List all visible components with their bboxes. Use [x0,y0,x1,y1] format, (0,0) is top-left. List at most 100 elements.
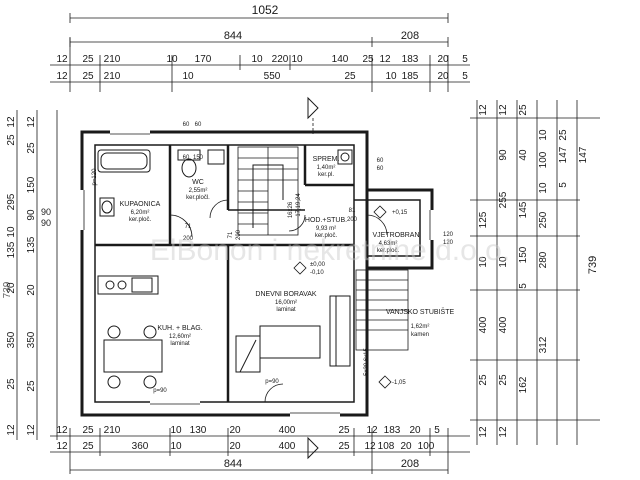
svg-text:ker.pl.: ker.pl. [318,172,334,178]
svg-text:108: 108 [378,441,395,452]
svg-text:40: 40 [518,149,529,161]
svg-text:71: 71 [185,224,192,230]
svg-text:20: 20 [437,54,449,65]
svg-text:145: 145 [518,201,529,218]
svg-text:kamen: kamen [411,332,429,338]
svg-text:210: 210 [104,54,121,65]
svg-text:200: 200 [347,217,358,223]
svg-text:400: 400 [279,441,296,452]
svg-text:p=90: p=90 [265,379,279,385]
svg-text:10: 10 [498,256,509,268]
svg-text:VANJSKO STUBIŠTE: VANJSKO STUBIŠTE [386,307,455,316]
svg-text:162: 162 [518,376,529,393]
svg-text:9,93 m²: 9,93 m² [316,226,336,232]
armchair [235,335,261,373]
svg-text:12: 12 [478,426,489,438]
svg-text:25: 25 [26,380,37,392]
dim-col-right-1: 12 125 10 400 25 12 [478,104,489,438]
svg-text:25: 25 [82,71,94,82]
svg-text:12: 12 [379,54,391,65]
svg-text:71: 71 [228,231,234,238]
dim-overall-top: 1052 [252,3,279,17]
svg-text:25: 25 [6,134,17,146]
svg-text:ker.ploč.: ker.ploč. [377,248,400,254]
dim-bottom-annex: 208 [401,458,419,470]
room-kuhinja-blagovaonica: KUH. + BLAG. 12,60m² laminat [157,325,202,347]
svg-text:147: 147 [578,146,589,163]
svg-text:12,60m²: 12,60m² [169,334,191,340]
stair-size-label: 16x26 [288,201,294,218]
room-wc: WC 2,55m² ker.pločl. [186,179,210,201]
opening-annotations: 71 200 71 200 81 200 120 120 60 60 60 60… [92,122,454,394]
svg-text:2,55m²: 2,55m² [189,188,208,194]
svg-text:312: 312 [538,336,549,353]
doors [169,199,388,403]
kitchen-counter [97,275,159,295]
top-dimension-chains: 1052 844 208 12 25 210 10 170 10 220 10 … [50,3,470,92]
svg-text:25: 25 [518,104,529,116]
sofa [329,295,351,367]
svg-text:150: 150 [193,155,204,161]
svg-text:185: 185 [402,71,419,82]
svg-text:12: 12 [498,104,509,116]
svg-text:16,00m²: 16,00m² [275,300,297,306]
dim-col-right-5: 25 5 147 147 [558,129,589,188]
svg-text:WC: WC [192,179,204,186]
svg-text:200: 200 [183,236,194,242]
svg-text:100: 100 [538,151,549,168]
svg-text:350: 350 [6,331,17,348]
svg-text:4,63m²: 4,63m² [379,241,398,247]
svg-text:90: 90 [26,209,37,221]
svg-text:25: 25 [82,54,94,65]
svg-text:p=120: p=120 [92,168,98,186]
svg-text:20: 20 [229,441,241,452]
dim-bottom-main: 844 [224,458,242,470]
svg-text:20: 20 [400,441,412,452]
svg-text:25: 25 [478,374,489,386]
svg-text:10: 10 [385,71,397,82]
svg-text:DNEVNI BORAVAK: DNEVNI BORAVAK [255,291,317,298]
svg-text:12: 12 [6,424,17,436]
svg-text:210: 210 [104,71,121,82]
svg-text:12: 12 [56,71,68,82]
svg-text:25: 25 [338,441,350,452]
dim-col-right-4: 10 100 10 250 280 312 [538,129,549,353]
dim-col-left-outer: 12 25 295 10 135 20 350 25 12 [6,116,17,436]
svg-text:KUH. + BLAG.: KUH. + BLAG. [157,325,202,332]
svg-text:400: 400 [478,316,489,333]
svg-text:220: 220 [272,54,289,65]
room-dnevni-boravak: DNEVNI BORAVAK 16,00m² laminat [255,291,317,313]
svg-text:60: 60 [183,122,190,128]
dim-col-left-inner: 12 25 150 90 135 20 350 25 12 [26,116,37,436]
svg-text:12: 12 [364,441,376,452]
svg-text:360: 360 [132,441,149,452]
svg-text:140: 140 [332,54,349,65]
svg-text:135: 135 [26,236,37,253]
svg-text:ker.pločl.: ker.pločl. [186,195,210,201]
svg-text:210: 210 [104,425,121,436]
svg-text:400: 400 [498,316,509,333]
svg-text:150: 150 [518,246,529,263]
svg-text:25: 25 [26,142,37,154]
svg-text:ker.ploč.: ker.ploč. [315,233,338,239]
svg-text:10: 10 [291,54,303,65]
svg-text:25: 25 [82,441,94,452]
dim-overall-right: 739 [587,256,599,274]
svg-text:1,40m²: 1,40m² [317,165,336,171]
svg-text:10: 10 [251,54,263,65]
dim-col-right-3: 25 40 145 150 5 162 [518,104,529,393]
svg-text:12: 12 [498,426,509,438]
svg-text:12: 12 [26,116,37,128]
room-vanjsko-stubiste: VANJSKO STUBIŠTE 1,62m² kamen [386,307,455,338]
bathtub [97,149,151,173]
svg-text:25: 25 [344,71,356,82]
svg-text:183: 183 [402,54,419,65]
svg-text:SPREM.: SPREM. [313,156,340,163]
svg-text:6,20m²: 6,20m² [131,210,150,216]
svg-text:5: 5 [558,182,569,188]
svg-text:+0,15: +0,15 [392,210,408,216]
svg-text:60: 60 [377,166,384,172]
svg-text:5: 5 [518,283,529,289]
left-dimension-chains: 12 25 295 10 135 20 350 25 12 739 12 25 … [2,110,58,440]
section-marker-bottom [307,436,319,460]
